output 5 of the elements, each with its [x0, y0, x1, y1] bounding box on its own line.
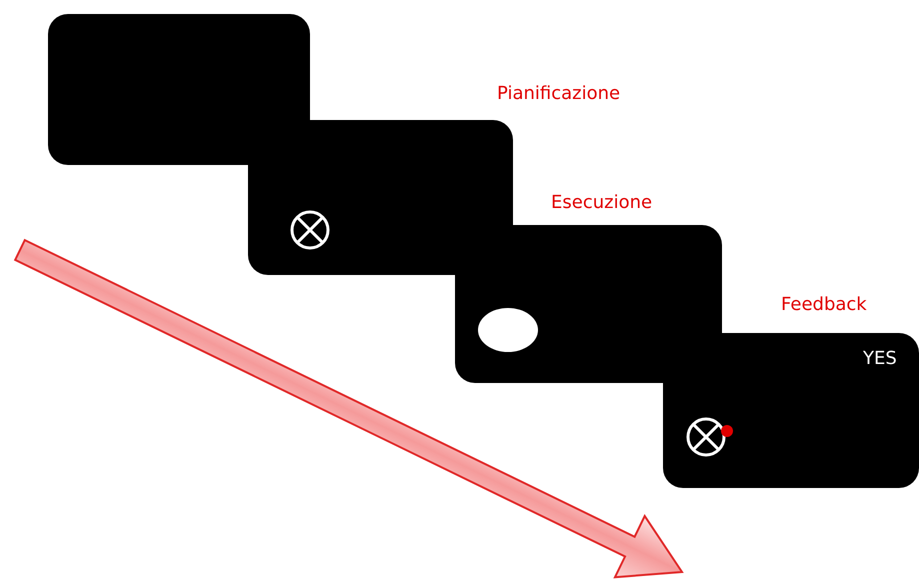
screen-heading: Pianificazione: [497, 83, 620, 105]
screen-heading: Esecuzione: [551, 192, 652, 214]
screen-panel: [48, 14, 310, 165]
feedback-text: YES: [863, 348, 897, 370]
screen-heading: Feedback: [781, 294, 867, 316]
